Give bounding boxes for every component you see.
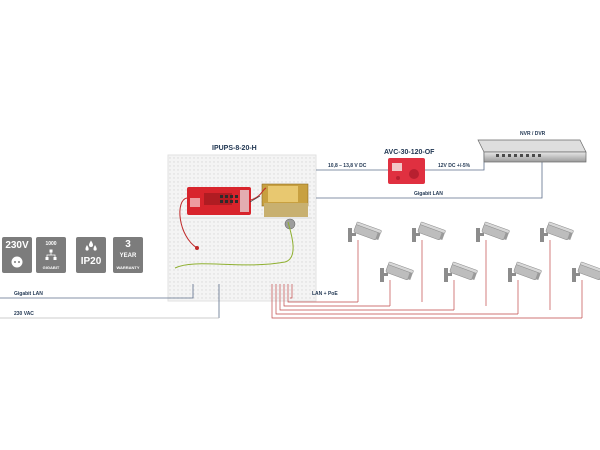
camera-icon bbox=[347, 221, 383, 243]
badge-warranty-number: 3 bbox=[125, 239, 131, 250]
badge-230v: 230V bbox=[2, 237, 32, 273]
camera-icon bbox=[507, 261, 543, 283]
voltage-in-label: 10,8 – 13,8 V DC bbox=[328, 163, 367, 169]
badge-gigabit-sub: GIGABIT bbox=[42, 265, 60, 270]
mains-label: 230 VAC bbox=[14, 311, 34, 317]
internal-wiring bbox=[174, 187, 294, 269]
converter-title: AVC-30-120-OF bbox=[384, 149, 435, 156]
recorder-title: NVR / DVR bbox=[520, 131, 546, 137]
badge-warranty: 3 YEAR WARRANTY bbox=[113, 237, 143, 273]
psu-module bbox=[261, 183, 309, 230]
badge-ip20: IP20 bbox=[76, 237, 106, 273]
lan-poe-label: LAN + PoE bbox=[312, 291, 338, 297]
camera-icon bbox=[571, 261, 600, 283]
external-cables bbox=[0, 150, 583, 319]
ups-pcb bbox=[187, 187, 251, 215]
network-icon bbox=[45, 249, 57, 260]
badge-gigabit-number: 1000 bbox=[45, 241, 57, 247]
camera-icon bbox=[475, 221, 511, 243]
camera-icon bbox=[443, 261, 479, 283]
nvr-dvr-device bbox=[477, 139, 587, 163]
camera-icon bbox=[411, 221, 447, 243]
water-drops-icon bbox=[85, 240, 97, 251]
plug-icon bbox=[11, 256, 23, 268]
gigabit-lan-top-label: Gigabit LAN bbox=[414, 191, 443, 197]
camera-icon bbox=[379, 261, 415, 283]
gigabit-lan-bottom-label: Gigabit LAN bbox=[14, 291, 43, 297]
badge-warranty-sub: WARRANTY bbox=[116, 265, 140, 270]
badge-warranty-year: YEAR bbox=[119, 253, 137, 259]
enclosure-ipups bbox=[167, 154, 317, 302]
camera-icon bbox=[539, 221, 575, 243]
badge-230v-text: 230V bbox=[5, 240, 29, 251]
voltage-out-label: 12V DC +/-5% bbox=[438, 163, 471, 169]
dc-converter-board bbox=[388, 158, 425, 184]
badge-gigabit: 1000 GIGABIT bbox=[36, 237, 66, 273]
badge-ip20-text: IP20 bbox=[80, 256, 102, 267]
device-title: IPUPS-8-20-H bbox=[212, 145, 257, 152]
